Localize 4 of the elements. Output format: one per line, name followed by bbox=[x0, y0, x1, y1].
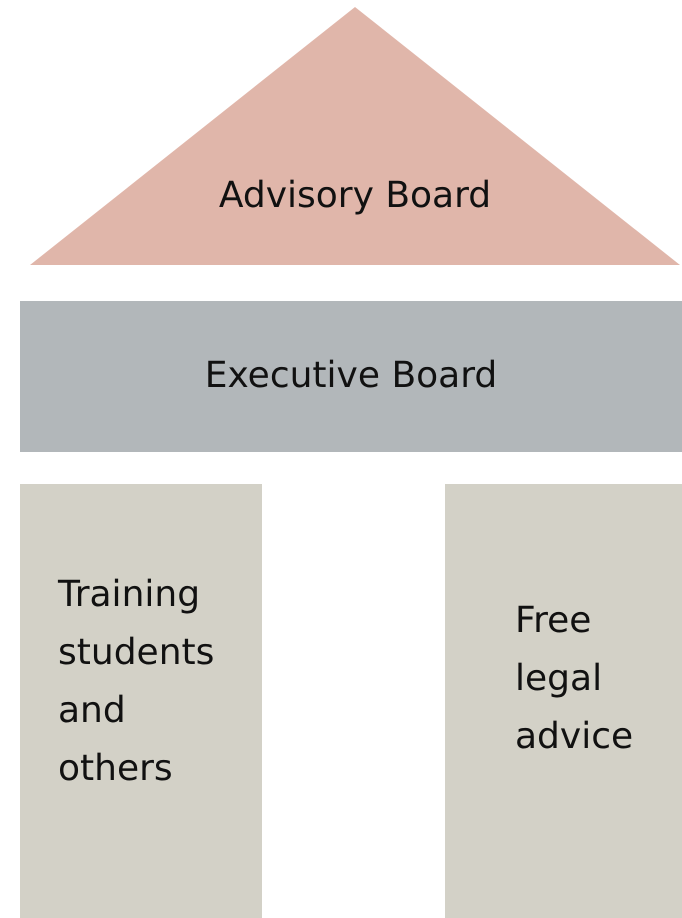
node-label: Executive Board bbox=[204, 354, 498, 398]
node-label: Free legal advice bbox=[515, 599, 634, 759]
node-label: Advisory Board bbox=[218, 174, 492, 218]
node-label: Training students and others bbox=[58, 573, 216, 791]
